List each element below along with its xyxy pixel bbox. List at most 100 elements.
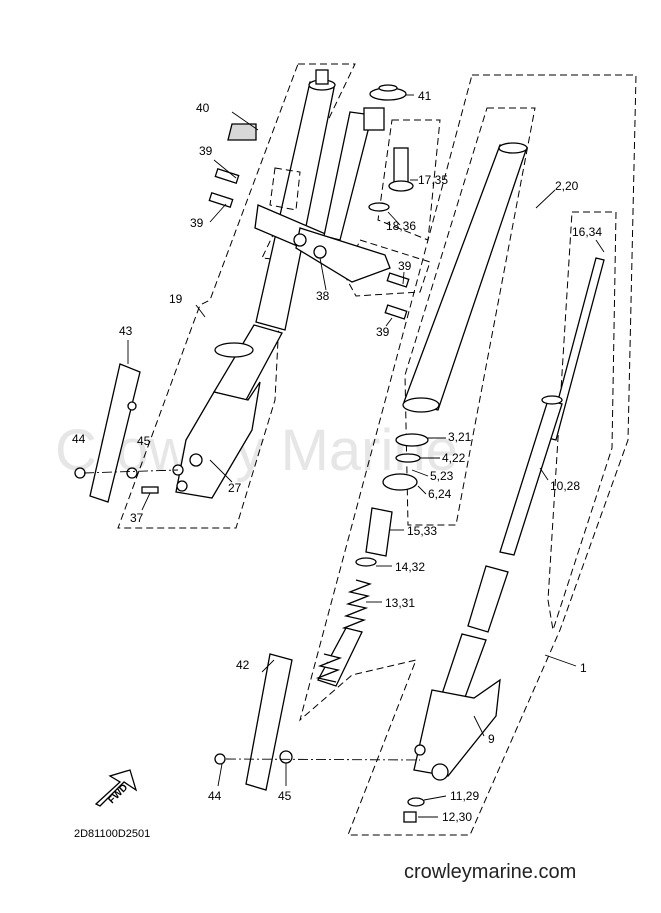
bolt-39-b <box>208 191 234 209</box>
label-18-36: 18,36 <box>386 219 416 233</box>
left-tube-clamp-zone <box>269 167 301 211</box>
leader-27 <box>209 459 233 483</box>
bracket-hole-b <box>313 245 327 259</box>
label-15-33: 15,33 <box>407 524 437 538</box>
leader-11 <box>423 795 447 801</box>
right-pinch-hole <box>414 744 426 756</box>
damper-rod-outline <box>547 211 617 631</box>
right-axle-hole <box>431 763 449 781</box>
washer-11 <box>407 797 425 807</box>
reflector-40 <box>227 123 257 141</box>
label-44b: 44 <box>208 789 222 803</box>
bracket-plate <box>295 227 391 283</box>
guard-43-body <box>89 363 141 503</box>
label-39b: 39 <box>190 216 204 230</box>
fwd-arrow-shape <box>94 769 138 807</box>
inner-tube-outline <box>404 107 536 526</box>
left-fork-outline <box>117 63 356 529</box>
cap-parts <box>368 84 414 212</box>
leader-19 <box>195 304 206 318</box>
adjuster-bolt <box>393 147 409 185</box>
left-guard <box>74 363 159 503</box>
label-9: 9 <box>488 732 495 746</box>
left-damper-tube <box>323 111 373 241</box>
left-axle-hole <box>189 453 203 467</box>
label-4-22: 4,22 <box>442 451 466 465</box>
label-19: 19 <box>169 292 183 306</box>
label-39a: 39 <box>199 144 213 158</box>
label-6-24: 6,24 <box>428 487 452 501</box>
label-37: 37 <box>130 511 144 525</box>
bolt-44-a <box>74 467 86 479</box>
label-1: 1 <box>580 661 587 675</box>
label-3-21: 3,21 <box>448 430 472 444</box>
left-slider-upper <box>212 324 283 401</box>
right-axle-holder <box>413 678 501 777</box>
left-seal-ring <box>214 342 254 358</box>
label-14-32: 14,32 <box>395 560 425 574</box>
leader-44b <box>217 763 223 787</box>
collar-45-b <box>279 750 293 764</box>
left-pinch-hole-b <box>176 480 188 492</box>
left-cap-bolt <box>315 69 329 85</box>
cap-bolt-outline <box>377 119 441 241</box>
right-tube-top <box>498 142 528 154</box>
oil-seal <box>395 433 429 447</box>
label-11-29: 11,29 <box>450 789 479 803</box>
lower-cylinder <box>467 565 509 633</box>
bolt-12 <box>403 811 417 823</box>
right-slider <box>441 633 487 701</box>
label-43: 43 <box>119 324 133 338</box>
label-5-23: 5,23 <box>430 469 454 483</box>
guard-42-body <box>245 653 293 791</box>
cap-washer-inner <box>378 84 398 92</box>
leader-39d <box>385 317 393 327</box>
leader-39a <box>213 159 237 179</box>
label-10-28: 10,28 <box>550 479 580 493</box>
leader-6 <box>417 485 427 495</box>
left-damper-top <box>363 107 385 131</box>
damper-rod-16 <box>547 257 605 441</box>
steering-bracket <box>293 227 391 283</box>
label-27: 27 <box>228 481 242 495</box>
washer-14 <box>355 557 377 567</box>
leader-38 <box>319 257 327 291</box>
website-text: crowleymarine.com <box>404 861 576 883</box>
right-fork <box>315 142 605 823</box>
part-labels: 41 40 39 39 17,35 18,36 2,20 16,34 39 38… <box>72 89 602 824</box>
leader-39c <box>402 271 405 285</box>
label-42: 42 <box>236 658 250 672</box>
leader-37 <box>141 492 151 511</box>
leader-18 <box>387 211 401 226</box>
damper-rod-10 <box>499 399 563 556</box>
axis-line-right <box>225 758 421 761</box>
fwd-arrow: FWD <box>94 769 138 807</box>
assembly-outlines <box>117 63 637 836</box>
label-40: 40 <box>196 101 210 115</box>
bolt-39-d <box>384 304 408 320</box>
label-45a: 45 <box>137 434 151 448</box>
fwd-label: FWD <box>106 782 130 806</box>
leader-10 <box>539 467 549 481</box>
label-2-20: 2,20 <box>555 179 579 193</box>
leader-40 <box>231 111 259 131</box>
spacer-15 <box>365 507 393 557</box>
dust-seal <box>382 473 418 491</box>
leader-16 <box>595 239 605 253</box>
guard-43-hole <box>127 401 137 411</box>
leader-1 <box>544 654 577 667</box>
leader-lines <box>83 94 605 818</box>
label-16-34: 16,34 <box>572 225 602 239</box>
bolt-37 <box>141 486 159 494</box>
label-38: 38 <box>316 289 330 303</box>
bolt-39-c <box>386 272 410 288</box>
left-axle-holder <box>175 381 261 499</box>
spring-13-lower <box>315 653 343 683</box>
label-13-31: 13,31 <box>385 596 415 610</box>
bracket-hole-a <box>293 233 307 247</box>
spring-13-upper <box>341 579 373 633</box>
leader-9 <box>473 715 485 737</box>
label-39c: 39 <box>398 259 412 273</box>
diagram-code: 2D81100D2501 <box>74 828 150 840</box>
